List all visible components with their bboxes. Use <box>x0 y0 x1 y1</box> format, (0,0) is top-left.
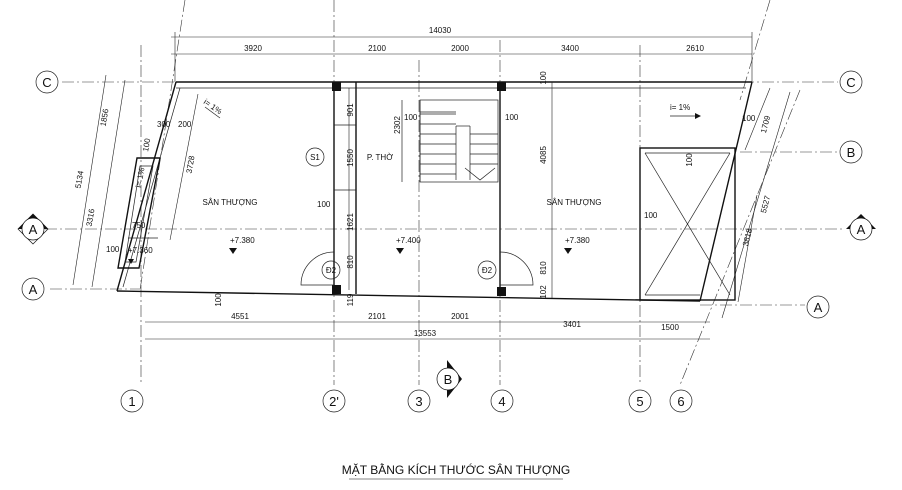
stair-mark: S1 <box>305 147 325 167</box>
level-skylight: +7.360 <box>128 246 153 255</box>
slope-right: i= 1% <box>670 103 690 112</box>
dim-bottom-5: 1500 <box>661 323 679 332</box>
dim-left-100a: 100 <box>141 137 152 152</box>
dim-bottom-4: 3401 <box>563 320 581 329</box>
dim-top-2: 2100 <box>368 44 386 53</box>
level-center-triangle <box>396 248 404 254</box>
level-left: +7.380 <box>230 236 255 245</box>
dim-inner-810a: 810 <box>346 255 355 269</box>
dim-left-3728: 3728 <box>185 154 197 174</box>
dim-left-100b: 100 <box>106 245 120 254</box>
axis-a-left-low-label: A <box>29 282 38 297</box>
door-left-label: Đ2 <box>326 266 337 275</box>
dim-inner-100h: 100 <box>214 293 223 307</box>
dim-bottom-2: 2101 <box>368 312 386 321</box>
dim-left-3316: 3316 <box>85 207 97 227</box>
dim-inner-901: 901 <box>346 103 355 117</box>
dim-inner-119: 119 <box>346 293 355 306</box>
level-markers: +7.380 +7.400 +7.380 +7.360 <box>128 236 590 264</box>
dim-inner-100d: 100 <box>539 71 548 85</box>
dim-top-3: 2000 <box>451 44 469 53</box>
door-mark-left: Đ2 <box>321 260 341 280</box>
dim-inner-100f: 100 <box>685 153 694 167</box>
dim-inner-100e: 100 <box>644 211 658 220</box>
slope-skylight: i= 1% <box>134 167 146 188</box>
axis-bubble-1: 1 <box>120 389 144 413</box>
axis-bubble-4: 4 <box>490 389 514 413</box>
dim-top-total: 14030 <box>429 26 452 35</box>
stair-treads <box>420 113 498 175</box>
dim-left-300: 300 <box>157 120 171 129</box>
axis-a-left-mid-label: A <box>29 222 38 237</box>
level-left-triangle <box>229 248 237 254</box>
axis-b-right-label: B <box>847 145 856 160</box>
level-right-triangle <box>564 248 572 254</box>
slope-left-top-arrow <box>204 106 221 119</box>
axis-6-label: 6 <box>677 394 684 409</box>
dim-left-5134: 5134 <box>74 169 86 189</box>
axis-bubble-a-left-low: A <box>21 277 45 301</box>
dim-inner-100b: 100 <box>404 113 418 122</box>
axis-bubble-a-right-low: A <box>806 295 830 319</box>
room-left-label: SÂN THƯỢNG <box>203 198 258 207</box>
dim-inner-2302: 2302 <box>393 116 402 134</box>
level-center: +7.400 <box>396 236 421 245</box>
dim-right-5527: 5527 <box>759 194 772 214</box>
axis-a-right-low-label: A <box>814 300 823 315</box>
level-skylight-triangle <box>128 259 134 264</box>
dim-inner-1621: 1621 <box>346 213 355 231</box>
stair-mark-label: S1 <box>310 153 320 162</box>
dim-inner-810b: 810 <box>539 261 548 275</box>
axis-bubble-2prime: 2' <box>322 389 346 413</box>
dim-left-750: 750 <box>132 221 146 230</box>
axis-2prime-label: 2' <box>329 394 339 409</box>
dim-left-1856: 1856 <box>99 107 111 127</box>
section-mark-b: B <box>436 360 462 398</box>
axis-bubble-c-left: C <box>35 70 59 94</box>
dim-inner-4085: 4085 <box>539 146 548 164</box>
door-right-label: Đ2 <box>482 266 493 275</box>
dim-left-200: 200 <box>178 120 192 129</box>
dimension-lines <box>72 32 791 340</box>
dim-bottom-3: 2001 <box>451 312 469 321</box>
walls <box>116 81 753 302</box>
dim-bottom-1: 4551 <box>231 312 249 321</box>
axis-a-right-mid-label: A <box>857 222 866 237</box>
axis-1-label: 1 <box>128 394 135 409</box>
dim-inner-100a: 100 <box>317 200 331 209</box>
axis-bubble-3: 3 <box>407 389 431 413</box>
room-center-label: P. THỜ <box>367 153 393 162</box>
axis-bubble-6: 6 <box>669 389 693 413</box>
axis-bubble-c-right: C <box>839 70 863 94</box>
dim-top-1: 3920 <box>244 44 262 53</box>
dim-top-5: 2610 <box>686 44 704 53</box>
dim-inner-100g: 100 <box>742 114 756 123</box>
axis-5-label: 5 <box>636 394 643 409</box>
dim-top-4: 3400 <box>561 44 579 53</box>
slope-right-arrowhead <box>695 113 701 119</box>
axis-bubble-b-right: B <box>839 140 863 164</box>
door-mark-right: Đ2 <box>477 260 497 280</box>
axis-3-label: 3 <box>415 394 422 409</box>
dim-right-1709: 1709 <box>759 114 772 134</box>
dim-inner-102: 102 <box>539 285 548 299</box>
axis-c-right-label: C <box>846 75 855 90</box>
room-right-label: SÂN THƯỢNG <box>547 198 602 207</box>
grid-lines <box>45 0 845 386</box>
level-right: +7.380 <box>565 236 590 245</box>
drawing-title: MẶT BẰNG KÍCH THƯỚC SÂN THƯỢNG <box>342 462 570 477</box>
dim-bottom-total: 13553 <box>414 329 437 338</box>
axis-bubble-a-left-mid: A <box>17 213 49 245</box>
section-mark-label: B <box>444 372 453 387</box>
dim-inner-100c: 100 <box>505 113 519 122</box>
axis-c-left-label: C <box>42 75 51 90</box>
axis-bubble-5: 5 <box>628 389 652 413</box>
dim-inner-1550: 1550 <box>346 149 355 167</box>
slope-left-top: i= 1% <box>202 97 224 116</box>
axis-4-label: 4 <box>498 394 505 409</box>
axis-bubble-a-right-mid: A <box>846 214 876 241</box>
